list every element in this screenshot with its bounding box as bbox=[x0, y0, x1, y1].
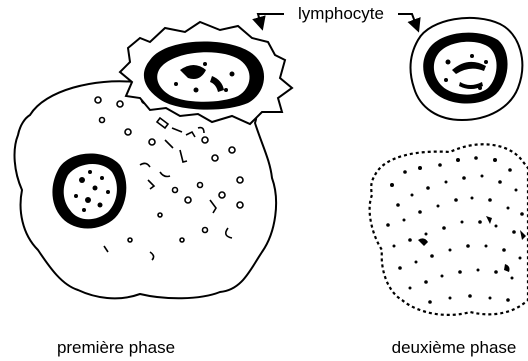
lymphocyte-label-group: lymphocyte bbox=[258, 4, 418, 30]
macrophage-nucleus-phase-one bbox=[52, 154, 126, 229]
lymphocyte-phase-two bbox=[411, 18, 523, 120]
lymphocyte-label: lymphocyte bbox=[298, 4, 384, 23]
arrow-to-right-lymphocyte bbox=[398, 14, 418, 30]
arrow-to-left-lymphocyte bbox=[258, 14, 284, 28]
phase-two-caption: deuxième phase bbox=[392, 338, 517, 357]
phase-one-caption: première phase bbox=[57, 338, 175, 357]
degraded-cell-phase-two bbox=[370, 144, 528, 315]
